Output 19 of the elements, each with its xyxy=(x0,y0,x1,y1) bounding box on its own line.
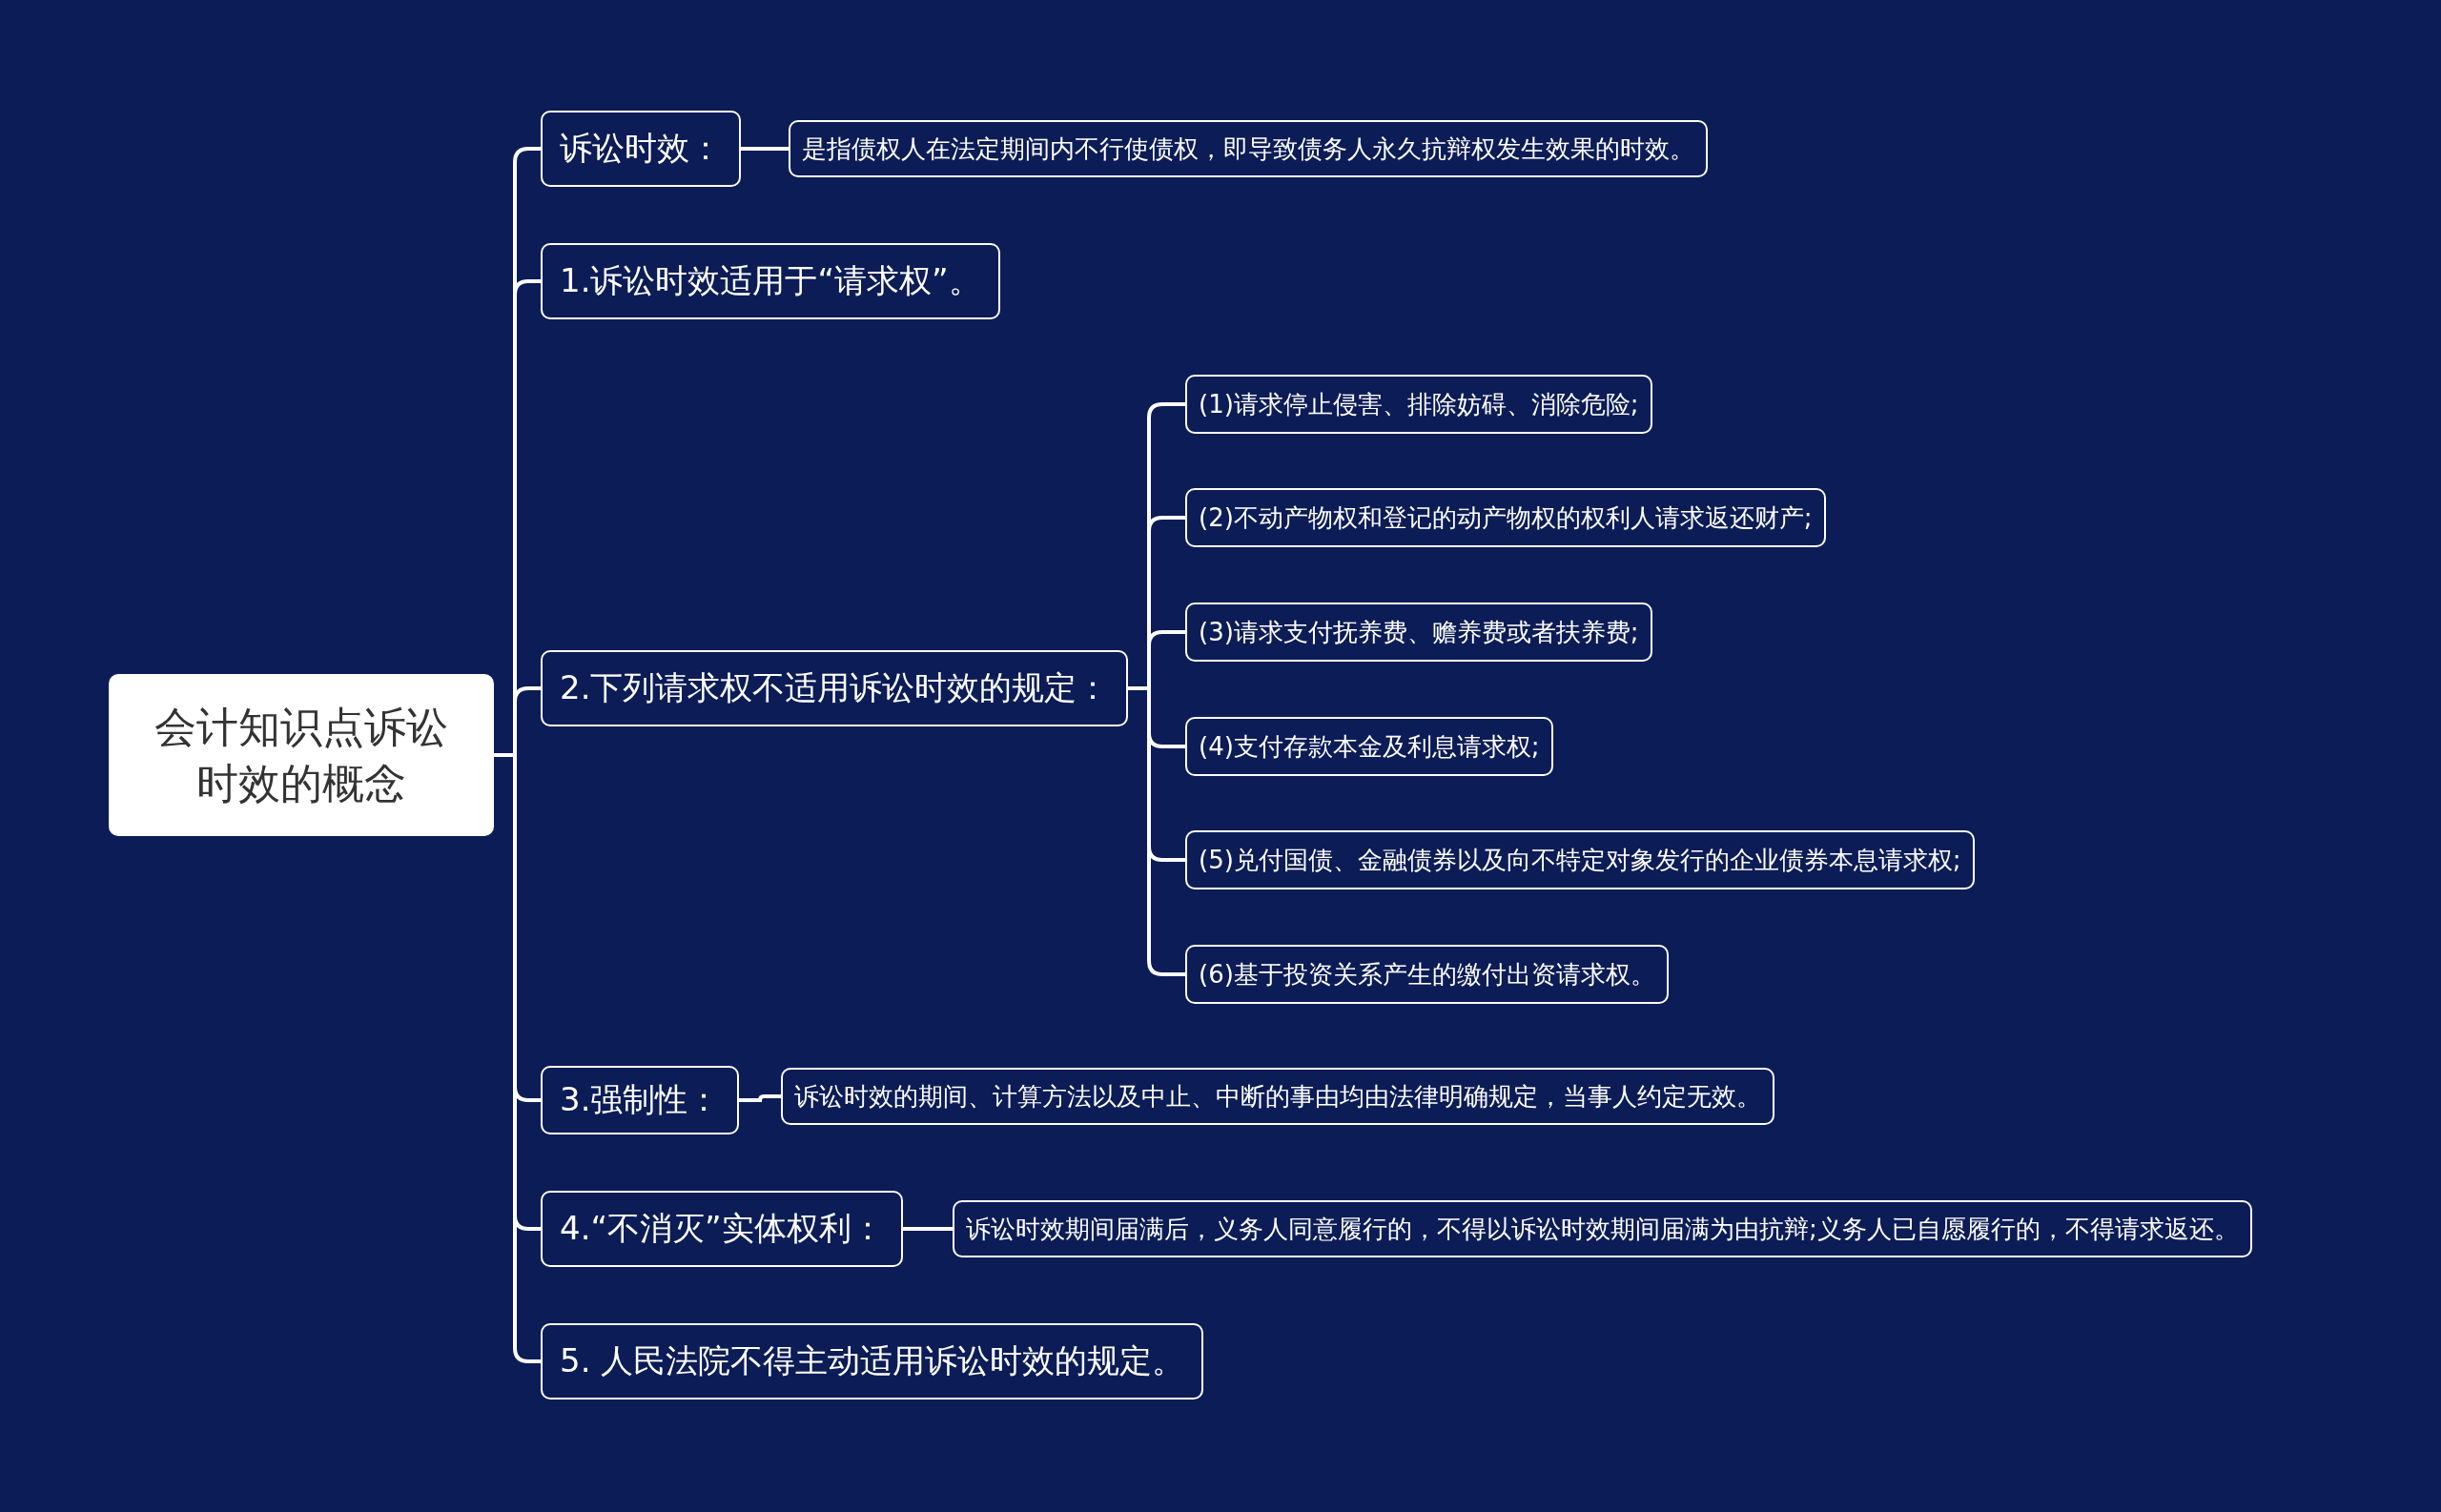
leaf-box: 诉讼时效期间届满后，义务人同意履行的，不得以诉讼时效期间届满为由抗辩;义务人已自愿履行的，不得请求返还。 xyxy=(953,1200,2252,1257)
leaf-box: (3)请求支付抚养费、赡养费或者扶养费; xyxy=(1185,603,1652,662)
branch-box: 4.“不消灭”实体权利： xyxy=(541,1191,903,1267)
branch-box: 诉讼时效： xyxy=(541,111,741,187)
connector-line xyxy=(741,147,789,151)
branch-box: 1.诉讼时效适用于“请求权”。 xyxy=(541,243,1000,319)
branch-box: 3.强制性： xyxy=(541,1066,740,1134)
leaf-box: (6)基于投资关系产生的缴付出资请求权。 xyxy=(1185,945,1669,1004)
leaf-box: (1)请求停止侵害、排除妨碍、消除危险; xyxy=(1185,375,1652,434)
branch-box: 2.下列请求权不适用诉讼时效的规定： xyxy=(541,650,1129,726)
leaf-box: 诉讼时效的期间、计算方法以及中止、中断的事由均由法律明确规定，当事人约定无效。 xyxy=(781,1068,1774,1125)
connector-line xyxy=(903,1227,953,1231)
connector-line xyxy=(739,1094,781,1102)
leaf-box: (2)不动产物权和登记的动产物权的权利人请求返还财产; xyxy=(1185,488,1826,547)
branch-box: 5. 人民法院不得主动适用诉讼时效的规定。 xyxy=(541,1323,1204,1400)
leaf-box: (5)兑付国债、金融债券以及向不特定对象发行的企业债券本息请求权; xyxy=(1185,830,1975,889)
leaf-box: (4)支付存款本金及利息请求权; xyxy=(1185,717,1553,776)
leaf-box: 是指债权人在法定期间内不行使债权，即导致债务人永久抗辩权发生效果的时效。 xyxy=(789,120,1708,177)
topic-box: 会计知识点诉讼时效的概念 xyxy=(109,674,494,836)
